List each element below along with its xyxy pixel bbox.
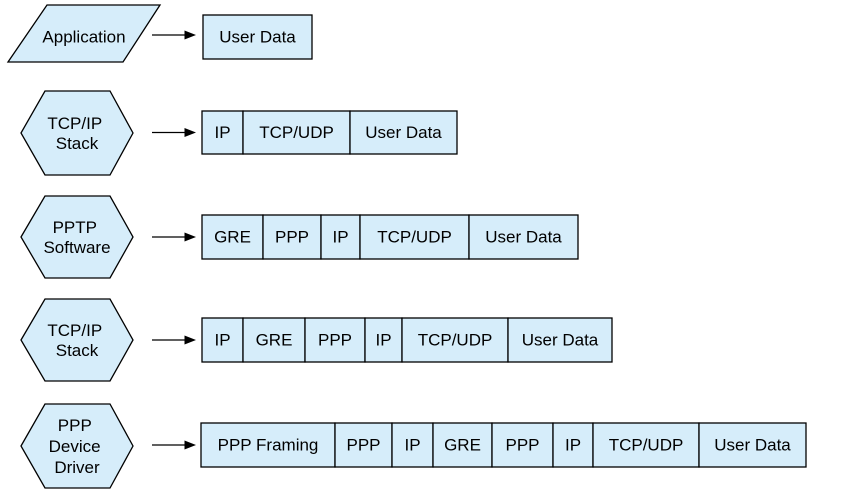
segment: IP <box>201 317 244 363</box>
arrow-head <box>184 440 196 450</box>
ppp-device-driver-label: PPP Device Driver <box>49 416 106 477</box>
segment-box <box>202 14 313 60</box>
segment: PPP <box>262 214 322 260</box>
segment-box <box>349 110 458 155</box>
segment: IP <box>364 317 403 363</box>
segment-label: GRE <box>214 228 251 247</box>
segment: User Data <box>349 110 458 155</box>
segment-label: User Data <box>522 331 599 350</box>
arrow-head <box>184 128 196 137</box>
source-label-line: Software <box>43 238 110 257</box>
segment-label: User Data <box>714 436 791 455</box>
segment-box <box>507 317 613 363</box>
segment-label: IP <box>214 331 230 350</box>
segment: IP <box>201 110 244 155</box>
segment: TCP/UDP <box>592 422 700 468</box>
arrow-icon <box>152 440 196 450</box>
arrow-head <box>184 232 196 242</box>
application-parallelogram-shape <box>6 4 162 63</box>
pptp-software-hexagon-shape <box>20 195 134 279</box>
segment: TCP/UDP <box>401 317 509 363</box>
source-label-line: Stack <box>56 134 99 153</box>
segment-box <box>592 422 700 468</box>
tcpip-stack-2-hexagon-shape <box>20 298 134 382</box>
segment: PPP Framing <box>200 422 336 468</box>
segment-label: GRE <box>444 436 481 455</box>
segment-box <box>468 214 579 260</box>
row-ppp-device-driver: PPP Device Driver PPP Framing PPP IP GRE… <box>20 403 807 489</box>
segment-box <box>320 214 361 260</box>
segment-box <box>432 422 493 468</box>
segment: PPP <box>304 317 366 363</box>
segment-box <box>262 214 322 260</box>
segment-box <box>201 317 244 363</box>
source-label-line: PPTP <box>53 218 97 237</box>
segment-label: GRE <box>256 331 293 350</box>
segment-label: IP <box>404 436 420 455</box>
segment-box <box>491 422 554 468</box>
segment: TCP/UDP <box>359 214 470 260</box>
segment-box <box>201 110 244 155</box>
segment-box <box>698 422 807 468</box>
segment: GRE <box>432 422 493 468</box>
segment-box <box>304 317 366 363</box>
segment-label: PPP <box>505 436 539 455</box>
ppp-device-driver-hexagon-shape <box>20 403 134 489</box>
segment-label: PPP <box>275 228 309 247</box>
tcpip-stack-2-label: TCP/IP Stack <box>47 321 106 360</box>
segment-box <box>242 110 351 155</box>
tcpip-stack-hexagon-shape <box>20 90 134 176</box>
segment-label: IP <box>332 228 348 247</box>
segment: TCP/UDP <box>242 110 351 155</box>
segment: IP <box>391 422 434 468</box>
source-label-line: Device <box>49 437 101 456</box>
segment: IP <box>552 422 594 468</box>
source-label-line: PPP <box>58 416 92 435</box>
row-application: Application User Data <box>6 4 313 63</box>
row-pptp-software: PPTP Software GRE PPP IP TCP/UDP User Da… <box>20 195 579 279</box>
arrow-head <box>184 30 196 40</box>
segment-label: IP <box>214 123 230 142</box>
segment-label: TCP/UDP <box>609 436 684 455</box>
segment-label: User Data <box>219 28 296 47</box>
source-label-line: Stack <box>56 341 99 360</box>
source-label-line: TCP/IP <box>47 321 101 340</box>
segment-label: PPP <box>346 436 380 455</box>
row-tcpip-stack-2: TCP/IP Stack IP GRE PPP IP TCP/UDP <box>20 298 613 382</box>
arrow-head <box>184 335 196 345</box>
segment-label: TCP/UDP <box>377 228 452 247</box>
pptp-software-label: PPTP Software <box>43 218 110 257</box>
segment-label: TCP/UDP <box>418 331 493 350</box>
segment-box <box>201 214 264 260</box>
segment: IP <box>320 214 361 260</box>
segment: User Data <box>698 422 807 468</box>
segment: PPP <box>334 422 393 468</box>
arrow-icon <box>152 335 196 345</box>
segment: User Data <box>507 317 613 363</box>
segment-label: PPP Framing <box>218 436 319 455</box>
arrow-icon <box>152 128 196 137</box>
segment: PPP <box>491 422 554 468</box>
tcpip-stack-label: TCP/IP Stack <box>47 114 106 153</box>
segment: User Data <box>468 214 579 260</box>
segment: GRE <box>201 214 264 260</box>
segment-label: User Data <box>365 123 442 142</box>
row-tcpip-stack-1: TCP/IP Stack IP TCP/UDP User Data <box>20 90 458 176</box>
arrow-icon <box>152 232 196 242</box>
segment-box <box>242 317 306 363</box>
segment: GRE <box>242 317 306 363</box>
segment-label: IP <box>565 436 581 455</box>
application-label: Application <box>42 28 125 47</box>
source-label-line: TCP/IP <box>47 114 101 133</box>
source-label-line: Driver <box>54 458 100 477</box>
segment-label: TCP/UDP <box>259 123 334 142</box>
segment-label: PPP <box>318 331 352 350</box>
segment-label: IP <box>375 331 391 350</box>
segment: User Data <box>202 14 313 60</box>
arrow-icon <box>152 30 196 40</box>
segment-label: User Data <box>485 228 562 247</box>
